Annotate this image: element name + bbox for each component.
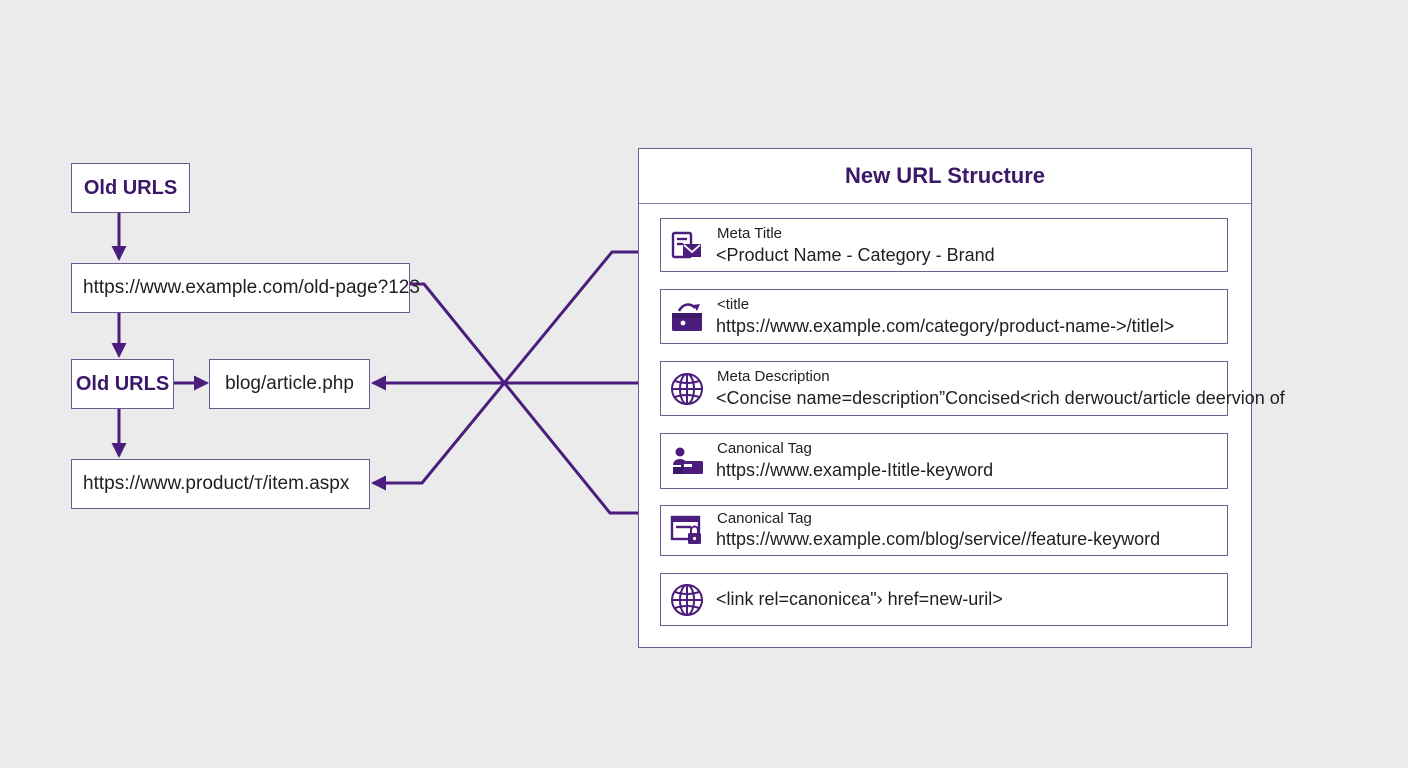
row-canonical-tag-2-label: Canonical Tag [717,510,812,527]
old-urls-header: Old URLS [71,163,190,213]
old-url-node-2: https://www.product/т/item.aspx [71,459,370,509]
old-urls-subheader: Old URLS [71,359,174,409]
blog-article-node-text: blog/article.php [225,373,354,394]
row-meta-title-value: <Product Name - Category - Brand [716,245,995,265]
document-mail-icon [671,231,701,259]
row-meta-description-label: Meta Description [717,368,830,385]
row-canonical-tag-1: Canonical Tag https://www.example-Ititle… [660,433,1228,489]
old-url-node-1: https://www.example.com/old-page?123 [71,263,420,313]
old-urls-header-label: Old URLS [83,176,178,199]
row-link-canonical-value: <link rel=canonicєa"› href=new-uril> [716,588,1003,609]
row-meta-title-label: Meta Title [717,225,783,242]
old-url-node-1-text: https://www.example.com/old-page?123 [83,277,420,298]
arrow-meta-title-to-product-url [371,250,640,491]
globe-icon [671,372,703,405]
blog-article-node: blog/article.php [209,359,370,409]
old-url-node-2-text: https://www.product/т/item.aspx [83,473,350,494]
row-meta-description: Meta Description <Concise name=descripti… [660,361,1285,416]
row-meta-description-value: <Concise name=description”Concised<rich … [716,388,1285,408]
row-canonical-tag-2-value: https://www.example.com/blog/service//fe… [716,529,1161,549]
user-desk-icon [673,447,703,474]
row-canonical-tag-1-label: Canonical Tag [717,440,812,457]
new-url-structure-panel: New URL Structure Meta Title <Product Na… [638,148,1285,648]
row-meta-title: Meta Title <Product Name - Category - Br… [660,218,1228,272]
panel-title: New URL Structure [639,149,1251,204]
row-title-tag-label: <title [717,296,750,313]
row-title-tag-value: https://www.example.com/category/product… [716,316,1175,336]
browser-edit-icon [672,302,702,331]
row-link-canonical: <link rel=canonicєa"› href=new-uril> [660,573,1228,626]
old-urls-subheader-label: Old URLS [75,372,170,395]
row-canonical-tag-2: Canonical Tag https://www.example.com/bl… [660,505,1228,556]
row-title-tag: <title https://www.example.com/category/… [660,289,1228,344]
connector-old-page-to-canonical [408,282,640,515]
globe-icon [671,583,703,616]
window-lock-icon [670,515,701,544]
row-canonical-tag-1-value: https://www.example-Ititle-keyword [716,460,994,480]
